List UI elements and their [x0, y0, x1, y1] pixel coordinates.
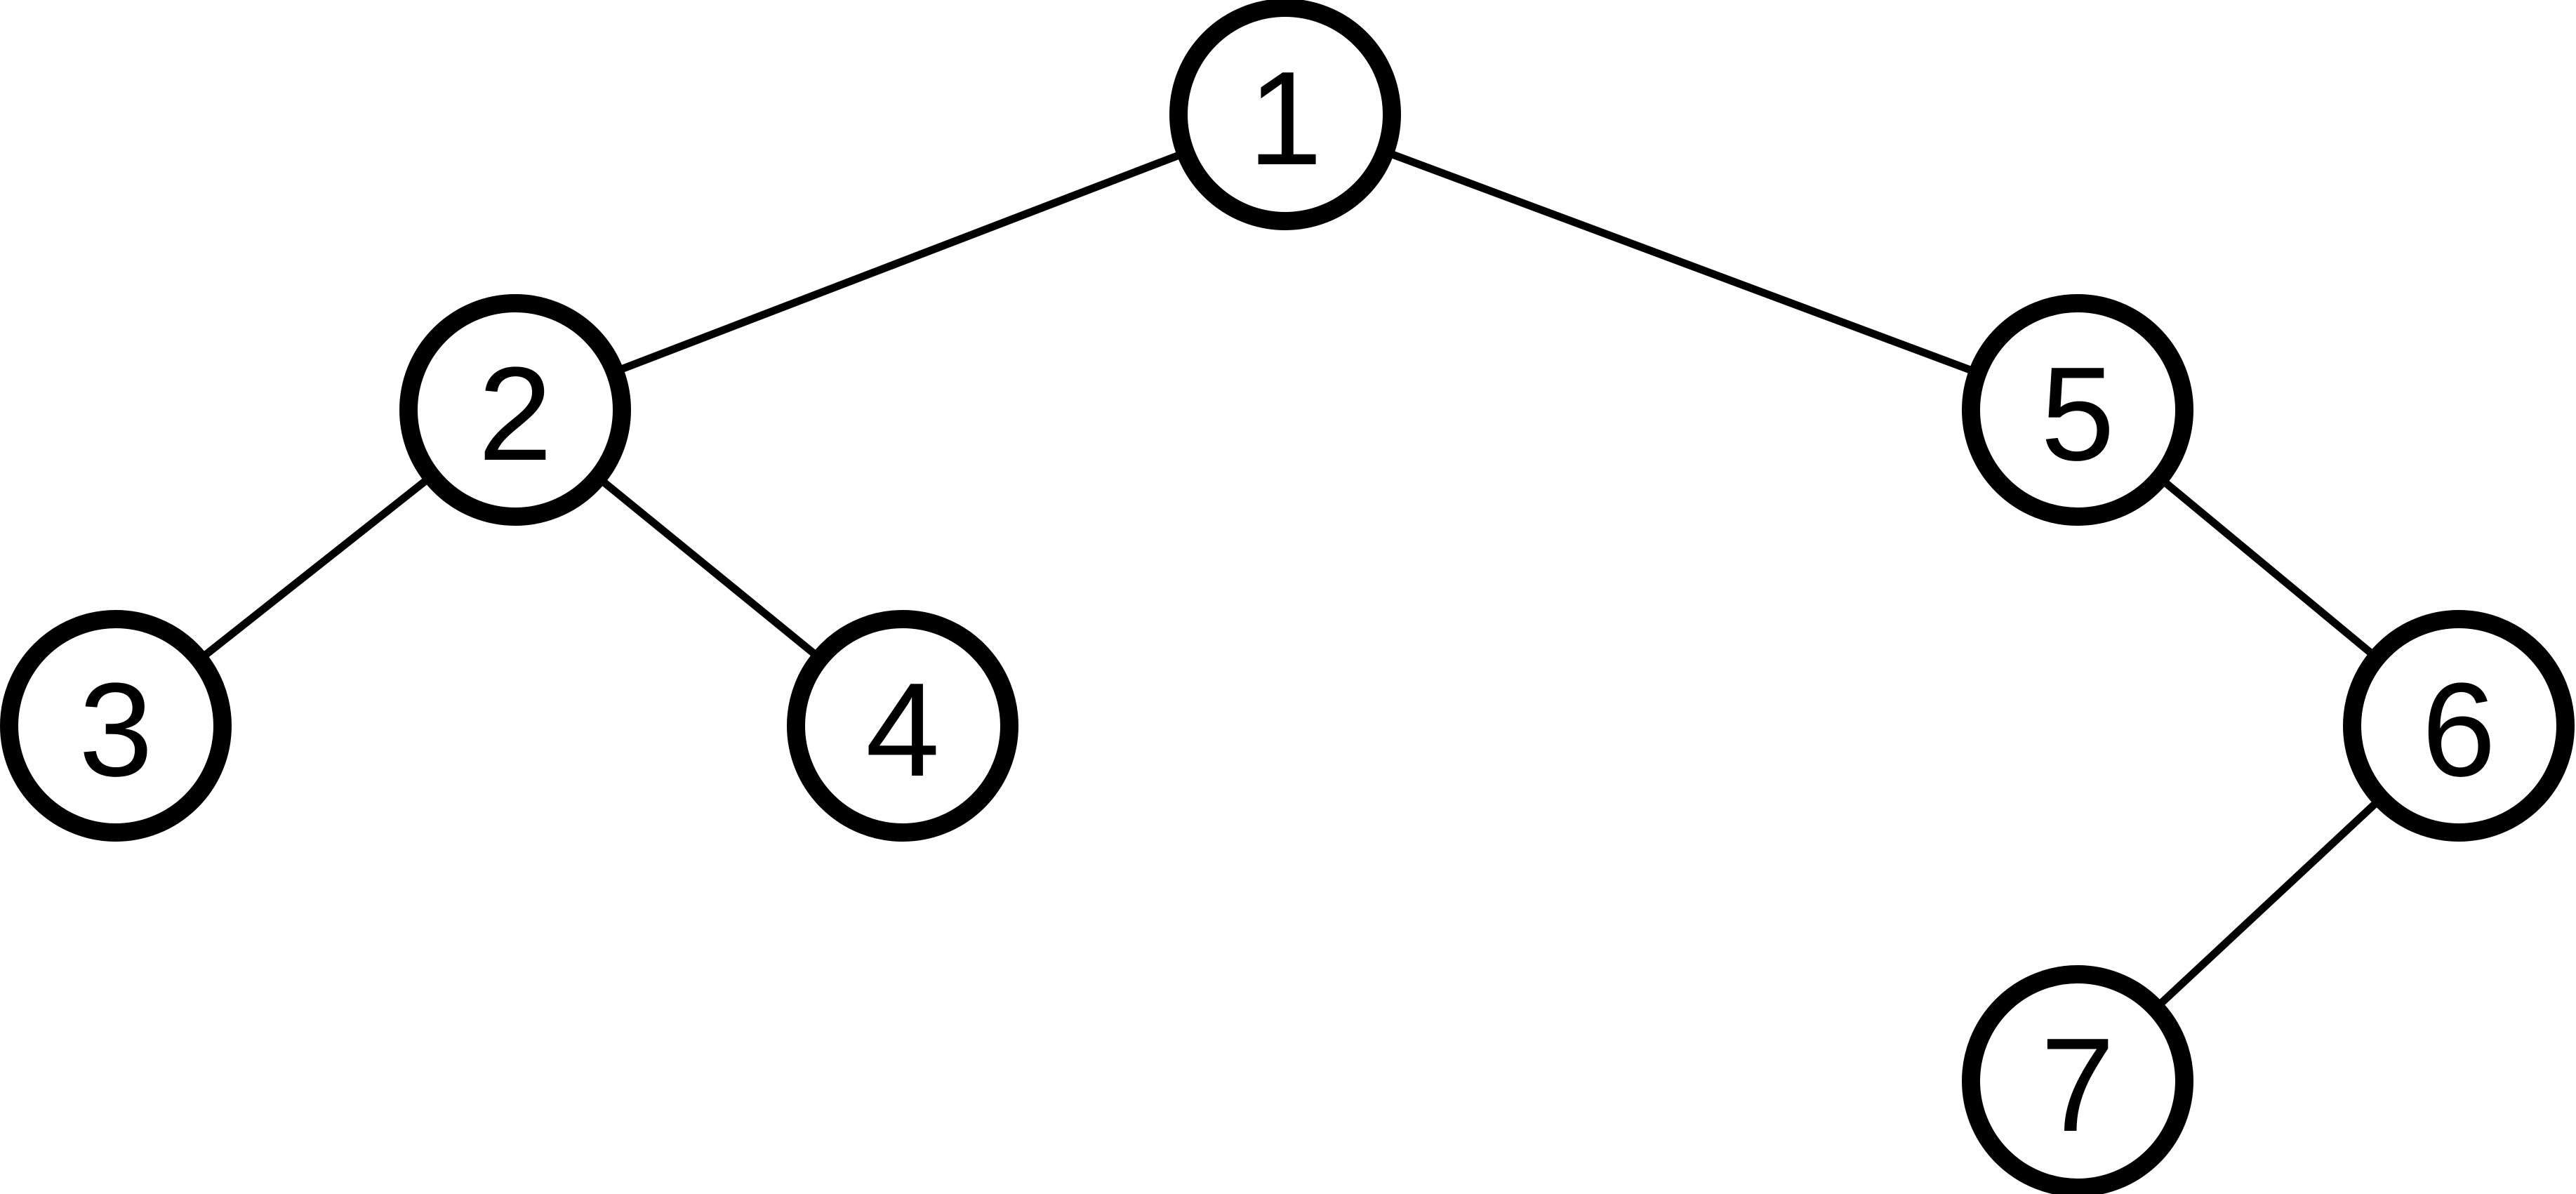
- node-label-5: 5: [2040, 340, 2115, 489]
- node-circle-4: [787, 610, 1018, 842]
- node-label-2: 2: [478, 340, 552, 489]
- node-circle-2: [399, 294, 631, 526]
- tree-node-7: 7: [1962, 965, 2193, 1194]
- node-circle-5: [1962, 294, 2193, 526]
- node-circle-3: [0, 610, 232, 842]
- node-circle-6: [2343, 610, 2575, 842]
- edges-layer: [113, 110, 2462, 1084]
- edge-1-5: [1284, 110, 2079, 414]
- tree-node-2: 2: [399, 294, 631, 526]
- edge-1-2: [514, 110, 1287, 414]
- node-circle-7: [1962, 965, 2193, 1194]
- tree-node-4: 4: [787, 610, 1018, 842]
- node-label-3: 3: [79, 656, 153, 804]
- node-label-6: 6: [2422, 656, 2496, 804]
- tree-node-6: 6: [2343, 610, 2575, 842]
- node-circle-1: [1169, 0, 1401, 230]
- tree-node-3: 3: [0, 610, 232, 842]
- node-label-4: 4: [865, 656, 940, 804]
- node-label-7: 7: [2040, 1011, 2115, 1160]
- tree-node-1: 1: [1169, 0, 1401, 230]
- node-label-1: 1: [1248, 44, 1322, 193]
- tree-node-5: 5: [1962, 294, 2193, 526]
